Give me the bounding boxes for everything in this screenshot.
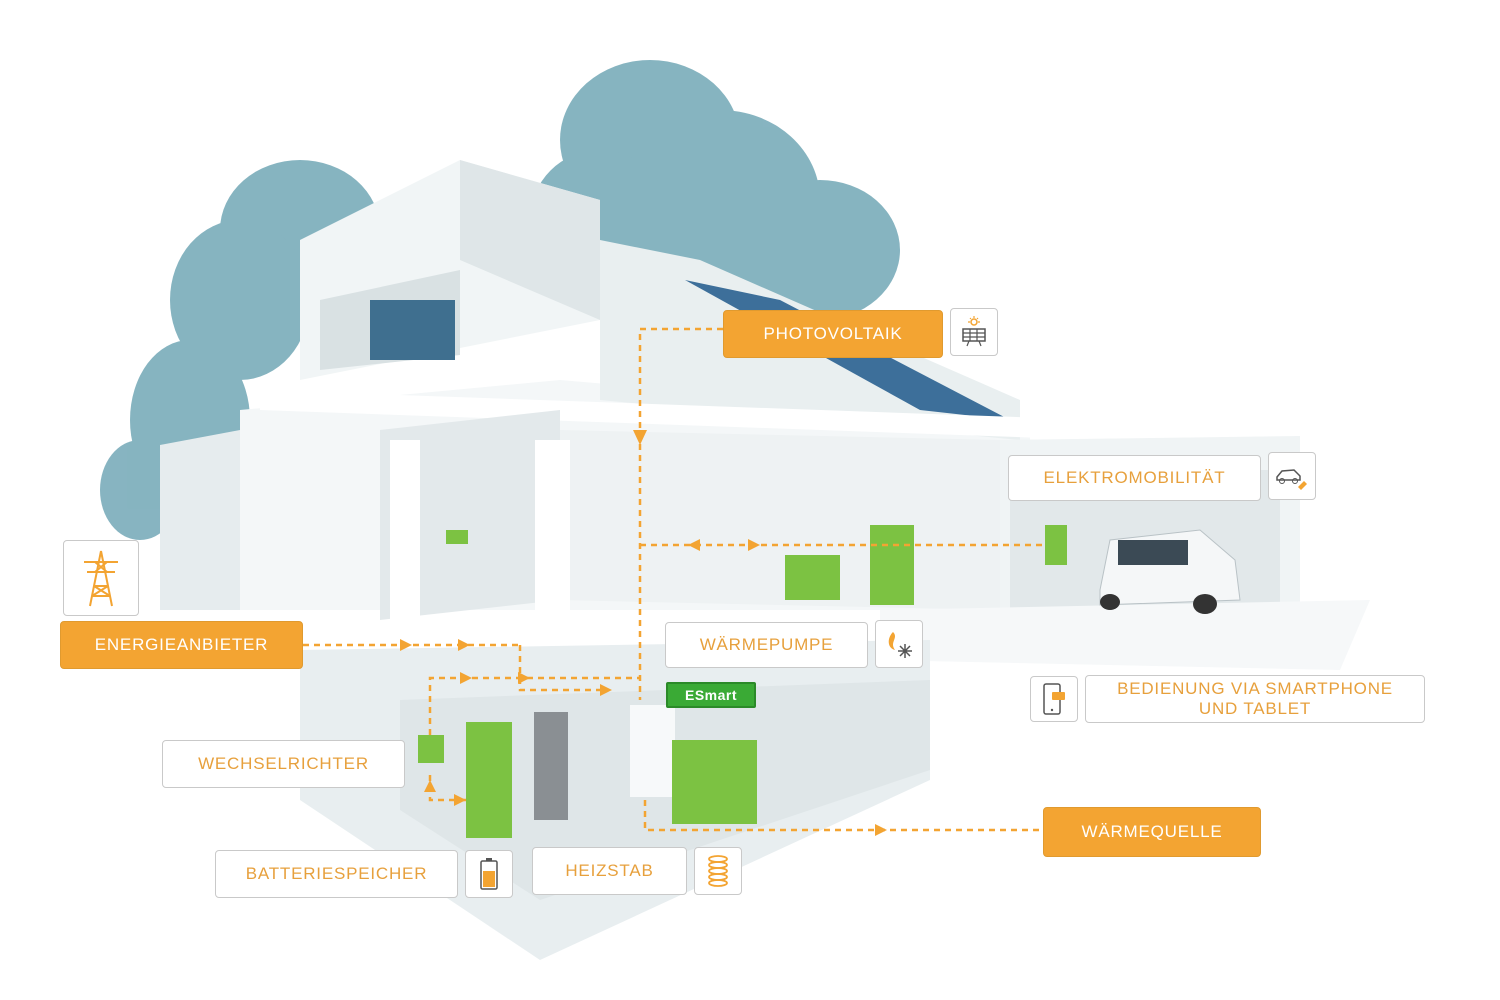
label-photovoltaik: PHOTOVOLTAIK <box>723 310 943 358</box>
appliances <box>418 525 1067 838</box>
label-batteriespeicher: BATTERIESPEICHER <box>215 850 458 898</box>
label-bedienung-line2: UND TABLET <box>1198 699 1312 718</box>
label-waermepumpe: WÄRMEPUMPE <box>665 622 868 668</box>
label-energieanbieter: ENERGIEANBIETER <box>60 621 303 669</box>
heat-cold-icon <box>875 620 923 668</box>
esmart-logo: ESmart <box>666 682 756 708</box>
label-elektromobilitaet: ELEKTROMOBILITÄT <box>1008 455 1261 501</box>
label-bedienung: BEDIENUNG VIA SMARTPHONE UND TABLET <box>1085 675 1425 723</box>
battery-icon <box>465 850 513 898</box>
heating-coil-icon <box>694 847 742 895</box>
label-waermequelle: WÄRMEQUELLE <box>1043 807 1261 857</box>
power-pylon-icon <box>63 540 139 616</box>
smartphone-chat-icon <box>1030 676 1078 722</box>
flow-arrowheads <box>400 430 887 836</box>
label-bedienung-line1: BEDIENUNG VIA SMARTPHONE <box>1117 679 1393 698</box>
car-illustration <box>1099 529 1241 614</box>
solar-panel-icon <box>950 308 998 356</box>
label-heizstab: HEIZSTAB <box>532 847 687 895</box>
label-wechselrichter: WECHSELRICHTER <box>162 740 405 788</box>
ev-charging-icon <box>1268 452 1316 500</box>
